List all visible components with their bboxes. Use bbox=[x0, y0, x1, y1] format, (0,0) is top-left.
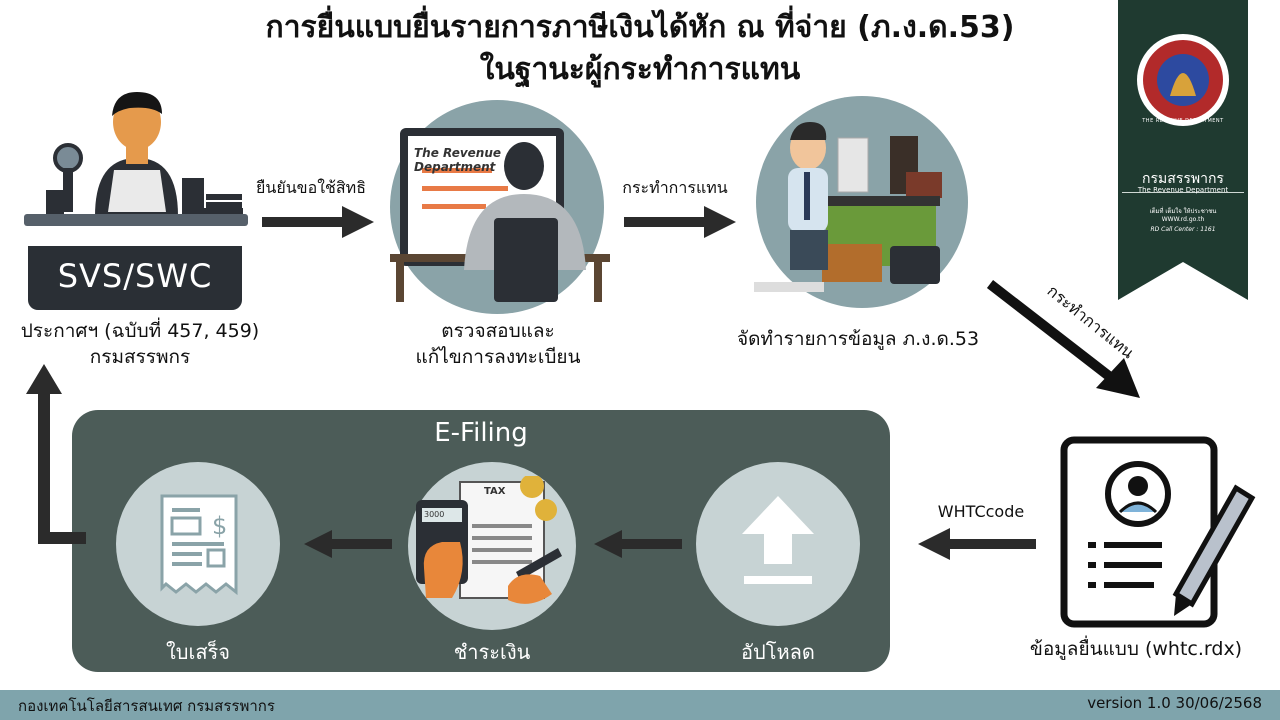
svs-swc-desk-label: SVS/SWC bbox=[28, 246, 242, 310]
badge-callcenter: RD Call Center : 1161 bbox=[1150, 226, 1216, 233]
prepare-caption: จัดทำรายการข้อมูล ภ.ง.ด.53 bbox=[736, 328, 980, 350]
badge-web: WWW.rd.go.th bbox=[1161, 216, 1205, 223]
page-title-line1: การยื่นแบบยื่นรายการภาษีเงินได้หัก ณ ที่… bbox=[265, 10, 1015, 45]
receipt-label: ใบเสร็จ bbox=[166, 640, 230, 664]
footer-department: กองเทคโนโลยีสารสนเทศ กรมสรรพากร bbox=[18, 697, 275, 715]
svs-caption-line2: กรมสรรพกร bbox=[89, 346, 191, 368]
file-caption: ข้อมูลยื่นแบบ (whtc.rdx) bbox=[1029, 638, 1243, 660]
seal-text: THE REVENUE DEPARTMENT bbox=[1142, 118, 1224, 124]
efiling-title: E-Filing bbox=[434, 418, 528, 448]
document-icon bbox=[1058, 434, 1258, 630]
arrow-left-icon bbox=[916, 526, 1040, 566]
tax-label: TAX bbox=[484, 486, 506, 497]
upload-label: อัปโหลด bbox=[741, 640, 815, 664]
revenue-department-badge bbox=[1118, 0, 1248, 300]
pay-label: ชำระเงิน bbox=[453, 640, 531, 664]
arrow2-label: กระทำการแทน bbox=[622, 178, 728, 197]
arrow-left-icon bbox=[302, 528, 394, 564]
verify-caption-line1: ตรวจสอบและ bbox=[441, 320, 555, 342]
arrow-diagonal-icon bbox=[982, 276, 1152, 410]
page-title-line2: ในฐานะผู้กระทำการแทน bbox=[479, 52, 801, 87]
screen-text-2: Department bbox=[414, 160, 496, 174]
clerk-illustration bbox=[750, 112, 950, 302]
arrow1-label: ยืนยันขอใช้สิทธิ bbox=[256, 178, 366, 197]
arrow-up-icon bbox=[24, 362, 88, 552]
badge-motto: เต็มที่ เต็มใจ ให้ประชาชน bbox=[1149, 208, 1217, 215]
arrow4-label: WHTCcode bbox=[937, 502, 1025, 521]
upload-icon bbox=[738, 492, 818, 596]
computer-screen-illustration bbox=[386, 120, 612, 310]
calculator-display: 3000 bbox=[424, 510, 445, 519]
screen-text-1: The Revenue bbox=[414, 146, 502, 160]
arrow-left-icon bbox=[592, 528, 684, 564]
officer-illustration bbox=[20, 86, 260, 246]
verify-caption-line2: แก้ไขการลงทะเบียน bbox=[415, 346, 581, 368]
receipt-icon: $ bbox=[154, 492, 244, 602]
footer-version: version 1.0 30/06/2568 bbox=[1087, 694, 1262, 712]
footer-bar: กองเทคโนโลยีสารสนเทศ กรมสรรพากร version … bbox=[0, 690, 1280, 720]
svs-caption-line1: ประกาศฯ (ฉบับที่ 457, 459) bbox=[20, 320, 260, 342]
tax-payment-icon bbox=[412, 474, 576, 616]
svg-text:$: $ bbox=[212, 512, 227, 540]
arrow-right-icon bbox=[262, 204, 378, 244]
badge-name-en: The Revenue Department bbox=[1137, 186, 1229, 194]
badge-name-th: กรมสรรพากร bbox=[1142, 171, 1224, 187]
arrow-right-icon bbox=[624, 204, 740, 244]
